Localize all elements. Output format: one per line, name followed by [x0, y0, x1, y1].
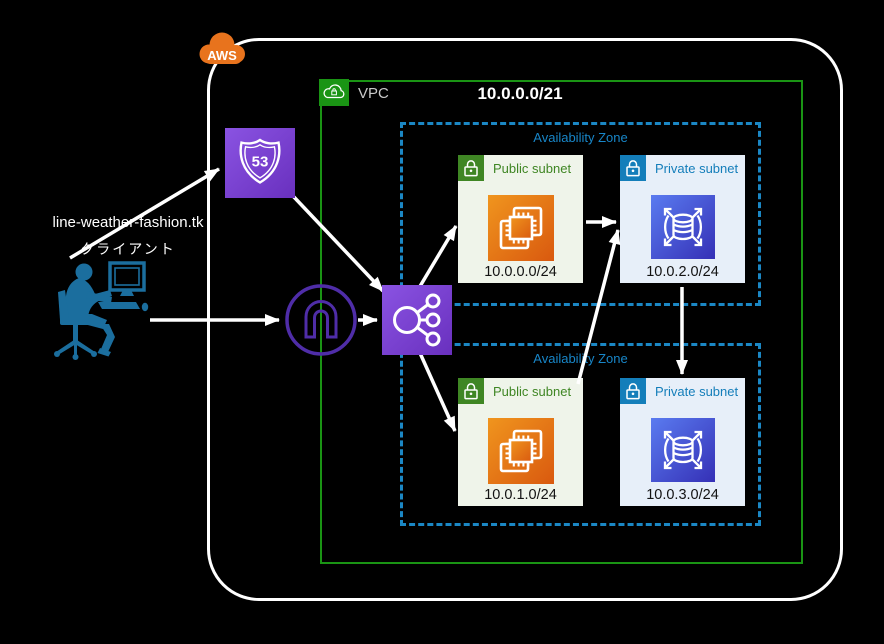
rds-database-icon — [650, 195, 715, 259]
public-subnet-1: Public subnet 10.0.0.0/24 — [458, 155, 583, 283]
subnet-label: Private subnet — [655, 161, 739, 176]
ec2-instances-icon — [487, 195, 554, 261]
subnet-cidr: 10.0.3.0/24 — [646, 487, 719, 503]
subnet-header: Private subnet — [620, 378, 745, 404]
subnet-header: Public subnet — [458, 155, 583, 181]
availability-zone-label: Availability Zone — [533, 130, 628, 145]
client-label: クライアント — [80, 241, 176, 257]
subnet-header: Private subnet — [620, 155, 745, 181]
private-subnet-2: Private subnet 10.0.3.0/24 — [620, 378, 745, 506]
subnet-label: Private subnet — [655, 384, 739, 399]
client-user-icon — [48, 258, 166, 376]
route53-shield-number: 53 — [252, 154, 269, 171]
vpc-boundary — [320, 80, 803, 564]
private-subnet-lock-icon — [620, 378, 646, 404]
public-subnet-2: Public subnet 10.0.1.0/24 — [458, 378, 583, 506]
internet-gateway-icon — [284, 283, 358, 357]
vpc-cidr: 10.0.0.0/21 — [477, 84, 563, 103]
route53-icon: 53 — [225, 128, 295, 198]
private-subnet-lock-icon — [620, 155, 646, 181]
private-subnet-1: Private subnet 10.0.2.0/24 — [620, 155, 745, 283]
rds-database-icon — [650, 418, 715, 482]
aws-cloud-icon: AWS — [193, 30, 251, 72]
public-subnet-lock-icon — [458, 378, 484, 404]
ec2-instances-icon — [487, 418, 554, 484]
subnet-header: Public subnet — [458, 378, 583, 404]
subnet-cidr: 10.0.2.0/24 — [646, 264, 719, 280]
availability-zone-label: Availability Zone — [533, 351, 628, 366]
subnet-label: Public subnet — [493, 161, 572, 176]
client-domain-label: line-weather-fashion.tk — [52, 214, 204, 231]
vpc-label: VPC — [358, 85, 389, 102]
public-subnet-lock-icon — [458, 155, 484, 181]
subnet-cidr: 10.0.0.0/24 — [484, 264, 557, 280]
aws-logo-label: AWS — [207, 48, 237, 63]
load-balancer-icon — [382, 285, 452, 355]
subnet-label: Public subnet — [493, 384, 572, 399]
subnet-cidr: 10.0.1.0/24 — [484, 487, 557, 503]
vpc-icon — [319, 79, 349, 106]
